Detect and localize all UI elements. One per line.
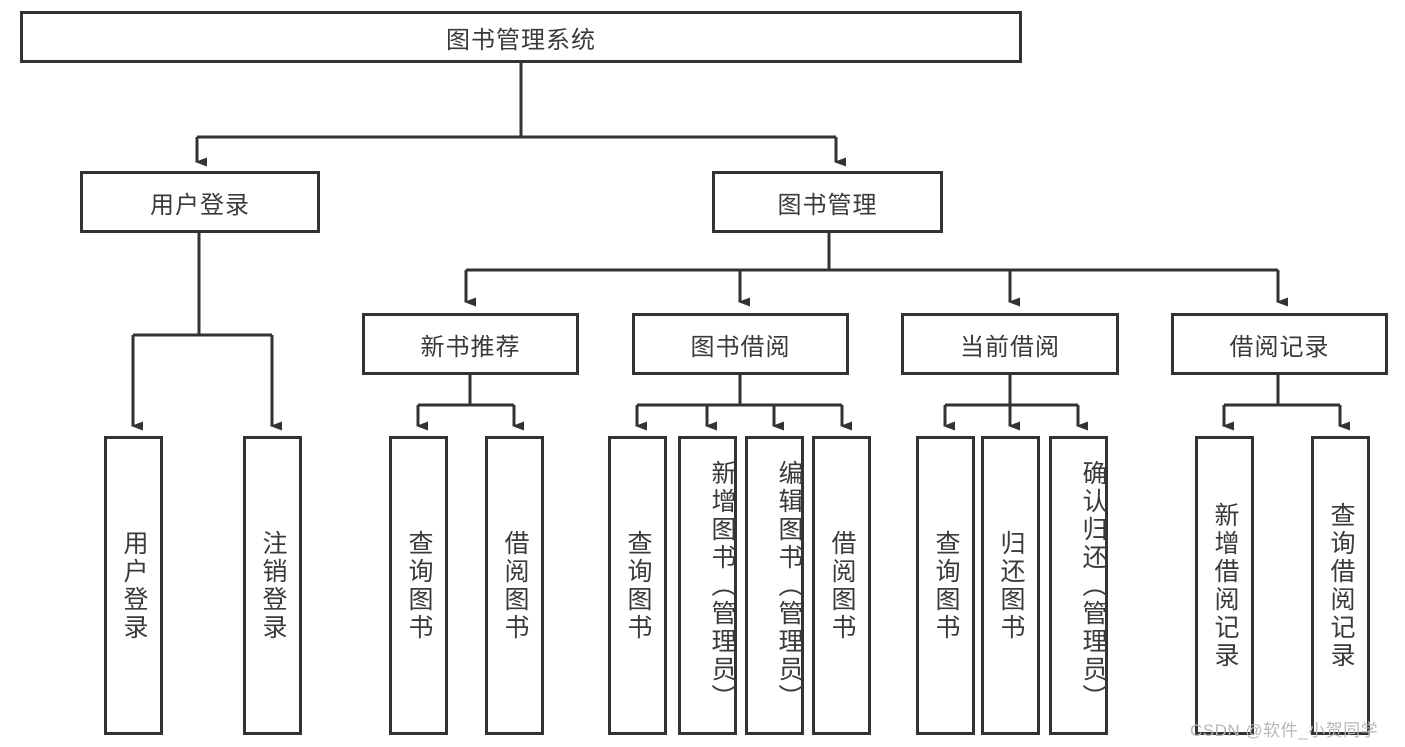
node-label: 新增借阅记录 bbox=[1211, 501, 1239, 670]
node-label: 图书管理 bbox=[777, 191, 878, 219]
edge-borrowrecord-to-leaves bbox=[1222, 375, 1350, 431]
node-new-book-recommend[interactable]: 新书推荐 bbox=[362, 313, 579, 375]
node-label: 查询借阅记录 bbox=[1327, 501, 1355, 670]
edge-bookmgmt-to-level3 bbox=[464, 233, 1288, 307]
node-leaf-confirm-return[interactable]: 确认归还（管理员） bbox=[1049, 436, 1108, 735]
node-leaf-query-book-3[interactable]: 查询图书 bbox=[916, 436, 975, 735]
edge-newbook-to-leaves bbox=[416, 375, 524, 431]
node-leaf-edit-book[interactable]: 编辑图书（管理员） bbox=[745, 436, 804, 735]
node-label: 图书管理系统 bbox=[446, 26, 596, 54]
node-label: 新增图书（管理员） bbox=[708, 459, 736, 712]
node-book-management[interactable]: 图书管理 bbox=[712, 171, 943, 233]
node-leaf-return-book[interactable]: 归还图书 bbox=[981, 436, 1040, 735]
node-label: 编辑图书（管理员） bbox=[775, 459, 803, 712]
node-label: 借阅图书 bbox=[828, 529, 856, 642]
node-label: 确认归还（管理员） bbox=[1079, 459, 1107, 712]
node-user-login[interactable]: 用户登录 bbox=[80, 171, 320, 233]
edge-userlogin-to-leaves bbox=[131, 233, 282, 431]
node-label: 用户登录 bbox=[150, 191, 250, 219]
edge-root-to-level2 bbox=[195, 63, 846, 167]
watermark-text: CSDN @软件_小贺同学 bbox=[1190, 721, 1379, 740]
node-leaf-query-book-1[interactable]: 查询图书 bbox=[389, 436, 448, 735]
node-leaf-add-record[interactable]: 新增借阅记录 bbox=[1195, 436, 1254, 735]
node-book-borrow[interactable]: 图书借阅 bbox=[632, 313, 849, 375]
node-label: 当前借阅 bbox=[960, 333, 1060, 361]
node-label: 图书借阅 bbox=[690, 333, 791, 361]
node-root-book-management-system[interactable]: 图书管理系统 bbox=[20, 11, 1022, 63]
node-label: 新书推荐 bbox=[420, 333, 521, 361]
node-leaf-query-record[interactable]: 查询借阅记录 bbox=[1311, 436, 1370, 735]
node-label: 借阅图书 bbox=[501, 529, 529, 642]
node-label: 借阅记录 bbox=[1229, 333, 1330, 361]
node-label: 归还图书 bbox=[997, 529, 1025, 642]
node-leaf-borrow-book-1[interactable]: 借阅图书 bbox=[485, 436, 544, 735]
edge-currentborrow-to-leaves bbox=[943, 375, 1088, 431]
node-label: 注销登录 bbox=[259, 529, 287, 642]
node-label: 查询图书 bbox=[932, 529, 960, 642]
node-leaf-user-logout[interactable]: 注销登录 bbox=[243, 436, 302, 735]
node-label: 查询图书 bbox=[405, 529, 433, 642]
node-label: 查询图书 bbox=[624, 529, 652, 642]
node-label: 用户登录 bbox=[120, 529, 148, 642]
node-leaf-user-login[interactable]: 用户登录 bbox=[104, 436, 163, 735]
node-borrow-record[interactable]: 借阅记录 bbox=[1171, 313, 1388, 375]
edge-bookborrow-to-leaves bbox=[635, 375, 852, 431]
node-leaf-add-book[interactable]: 新增图书（管理员） bbox=[678, 436, 737, 735]
node-leaf-query-book-2[interactable]: 查询图书 bbox=[608, 436, 667, 735]
node-leaf-borrow-book-2[interactable]: 借阅图书 bbox=[812, 436, 871, 735]
node-current-borrow[interactable]: 当前借阅 bbox=[901, 313, 1119, 375]
